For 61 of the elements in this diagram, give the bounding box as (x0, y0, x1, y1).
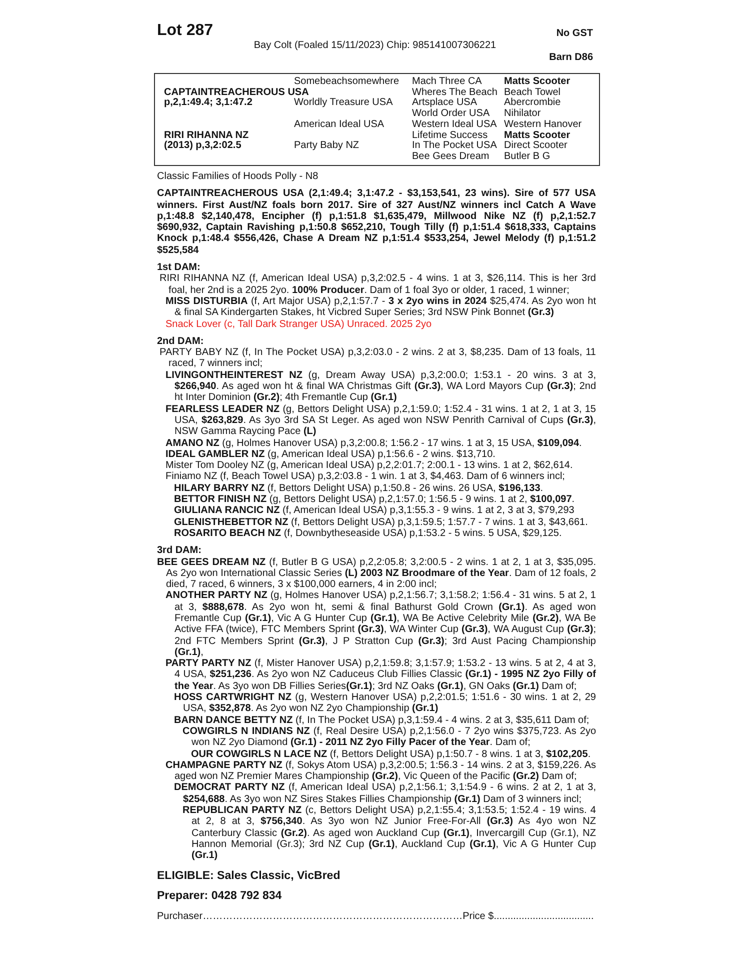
pedigree-entry: Party Baby NZ (294, 141, 360, 152)
pedigree-paragraph: LIVINGONTHEINTEREST NZ (g, Dream Away USA) p,3,2:00.0; 1:53.1 - 20 wins. 3 at 3, $266,940. As aged won ht & final WA Christmas Gift (Gr.3), WA Lord Mayors Cup (Gr.3); 2nd ht Inter Dominion (Gr.2); 4th Fremantle Cup (Gr.1) (164, 370, 596, 404)
pedigree-entry: Lifetime Success (412, 130, 488, 140)
horse-description: Bay Colt (Foaled 15/11/2023) Chip: 985141007306221 (254, 40, 496, 51)
pedigree-entry: p,2,1:49.4; 3,1:47.2 (164, 98, 252, 110)
pedigree-paragraph: DEMOCRAT PARTY NZ (f, American Ideal USA) p,2,1:56.1; 3,1:54.9 - 6 wins. 2 at 2, 1 at 3, $254,688. As 3yo won NZ Sires Stakes Fillies Championship (Gr.1) Dam of 3 winners incl; (173, 782, 596, 806)
pedigree-paragraph: PARTY PARTY NZ (f, Mister Hanover USA) p,2,1:59.8; 3,1:57.9; 1:53.2 - 13 wins. 5 at 2, 4 at 3, 4 USA, $251,236. As 2yo won NZ Caduceus Club Fillies Classic (Gr.1) - 1995 NZ 2yo Filly of the Year. As 3yo won DB Fillies Series(Gr.1); 3rd NZ Oaks (Gr.1), GN Oaks (Gr.1) Dam of; (164, 658, 596, 692)
pedigree-paragraph: FEARLESS LEADER NZ (g, Bettors Delight USA) p,2,1:59.0; 1:52.4 - 31 wins. 1 at 2, 1 at 3, 15 USA, $263,829. As 3yo 3rd SA St Leger. As aged won NSW Penrith Carnival of Cups (Gr.3), NSW Gamma Raycing Pace (L) (164, 404, 596, 438)
pedigree-paragraph: Finiamo NZ (f, Beach Towel USA) p,3,2:03.8 - 1 win. 1 at 3, $4,463. Dam of 6 winners incl; (164, 471, 566, 483)
pedigree-paragraph: ROSARITO BEACH NZ (f, Downbytheseaside USA) p,1:53.2 - 5 wins. 5 USA, $29,125. (173, 528, 563, 540)
preparer-contact: Preparer: 0428 792 834 (157, 890, 283, 902)
pedigree-paragraph: AMANO NZ (g, Holmes Hanover USA) p,3,2:00.8; 1:56.2 - 17 wins. 1 at 3, 15 USA, $109,094. (164, 438, 583, 449)
lot-number: Lot 287 (157, 22, 214, 40)
pedigree-paragraph: HILARY BARRY NZ (f, Bettors Delight USA) p,1:50.8 - 26 wins. 26 USA, $196,133. (173, 482, 544, 494)
pedigree-entry: Beach Towel (504, 88, 561, 98)
pedigree-entry: Somebeachsomewhere (294, 77, 400, 88)
pedigree-paragraph: PARTY BABY NZ (f, In The Pocket USA) p,3,2:03.0 - 2 wins. 2 at 3, $8,235. Dam of 13 foals, 11 raced, 7 winners incl; (158, 347, 596, 370)
pedigree-paragraph: CHAMPAGNE PARTY NZ (f, Sokys Atom USA) p,3,2:00.5; 1:56.3 - 14 wins. 2 at 3, $159,226. As aged won NZ Premier Mares Championship (Gr.2), Vic Queen of the Pacific (Gr.2) Dam of; (164, 760, 596, 782)
pedigree-entry: Bee Gees Dream (412, 152, 490, 163)
pedigree-paragraph: BEE GEES DREAM NZ (f, Butler B G USA) p,2,2:05.8; 3,2:00.5 - 2 wins. 1 at 2, 1 at 3, $35,095. As 2yo won International Classic Series (L) 2003 NZ Broodmare of the Year. Dam of 12 foals, 2 died, 7 raced, 6 winners, 3 x $100,000 earners, 4 in 2:00 incl; (157, 556, 596, 590)
pedigree-paragraph: HOSS CARTWRIGHT NZ (g, Western Hanover USA) p,2,2:01.5; 1:51.6 - 30 wins. 1 at 2, 29 USA, $352,878. As 2yo won NZ 2yo Championship (Gr.1) (173, 692, 596, 715)
pedigree-entry: RIRI RIHANNA NZ (164, 130, 249, 140)
pedigree-entry: Artsplace USA (412, 98, 478, 109)
pedigree-paragraph: IDEAL GAMBLER NZ (g, American Ideal USA) p,1:56.6 - 2 wins. $13,710. (164, 448, 496, 460)
pedigree-entry: In The Pocket USA (412, 141, 497, 152)
pedigree-entry: CAPTAINTREACHEROUS USA (164, 88, 309, 98)
pedigree-entry: Wheres The Beach (412, 88, 498, 98)
sire-summary: CAPTAINTREACHEROUS USA (2,1:49.4; 3,1:47.2 - $3,153,541, 23 wins). Sire of 577 USA winners. First Aust/NZ foals born 2017. Sire of 327 Aust/NZ winners incl Catch A Wave p,1:48.8 $2,140,478, Encipher (f) p,1:51.8 $1,635,479, Millwood Nike NZ (f) p,2,1:52.7 $690,932, Captain Ravishing p,1:50.8 $652,210, Tough Tilly (f) p,1:51.4 $618,333, Captains Knock p,1:48.4 $556,426, Chase A Dream NZ p,1:51.4 $533,254, Jewel Melody (f) p,1:51.2 $525,584 (157, 188, 596, 256)
pedigree-paragraph: RIRI RIHANNA NZ (f, American Ideal USA) p,3,2:02.5 - 4 wins. 1 at 3, $26,114. This is her 3rd foal, her 2nd is a 2025 2yo. 100% Producer. Dam of 1 foal 3yo or older, 1 raced, 1 winner; (158, 273, 596, 296)
pedigree-entry: Worldly Treasure USA (294, 98, 393, 110)
pedigree-entry: Western Ideal USA (412, 120, 497, 130)
section-heading: 1st DAM: (157, 262, 202, 274)
pedigree-entry: Matts Scooter (504, 130, 570, 140)
pedigree-entry: Western Hanover (504, 120, 582, 130)
pedigree-paragraph: GLENISTHEBETTOR NZ (f, Bettors Delight USA) p,3,1:59.5; 1:57.7 - 7 wins. 1 at 3, $43,661. (173, 516, 589, 528)
pedigree-entry: Butler B G (504, 152, 550, 163)
pedigree-entry: Abercrombie (504, 98, 561, 108)
pedigree-entry: American Ideal USA (294, 120, 384, 130)
pedigree-paragraph: GIULIANA RANCIC NZ (f, American Ideal USA) p,3,1:55.3 - 9 wins. 1 at 2, 3 at 3, $79,293 (173, 505, 576, 517)
pedigree-entry: Matts Scooter (504, 77, 570, 88)
pedigree-paragraph: BARN DANCE BETTY NZ (f, In The Pocket USA) p,3,1:59.4 - 4 wins. 2 at 3, $35,611 Dam of; (173, 714, 590, 726)
eligibility-note: ELIGIBLE: Sales Classic, VicBred (157, 870, 342, 882)
pedigree-paragraph: OUR COWGIRLS N LACE NZ (f, Bettors Delight USA) p,1:50.7 - 8 wins. 1 at 3, $102,205. (190, 748, 592, 760)
family-note: Classic Families of Hoods Polly - N8 (157, 171, 320, 182)
pedigree-paragraph: Snack Lover (c, Tall Dark Stranger USA) Unraced. 2025 2yo (164, 318, 433, 330)
tax-note: No GST (556, 28, 593, 39)
pedigree-entry: Direct Scooter (504, 141, 568, 152)
purchaser-price-line: Purchaser……………………………………………………………………Price $.................................... (157, 911, 595, 922)
pedigree-entry: World Order USA (412, 109, 490, 120)
pedigree-paragraph: REPUBLICAN PARTY NZ (c, Bettors Delight USA) p,2,1:55.4; 3,1:53.5; 1:52.4 - 19 wins. 4 at 2, 8 at 3, $756,340. As 3yo won NZ Junior Free-For-All (Gr.3) As 4yo won NZ Canterbury Classic (Gr.2). As aged won Auckland Cup (Gr.1), Invercargill Cup (Gr.1), NZ Hannon Memorial (Gr.3); 3rd NZ Cup (Gr.1), Auckland Cup (Gr.1), Vic A G Hunter Cup (Gr.1) (182, 805, 596, 862)
pedigree-entry: Mach Three CA (412, 77, 482, 88)
pedigree-entry: (2013) p,3,2:02.5 (164, 141, 242, 152)
pedigree-paragraph: BETTOR FINISH NZ (g, Bettors Delight USA) p,2,1:57.0; 1:56.5 - 9 wins. 1 at 2, $100,097. (173, 494, 576, 506)
pedigree-entry: Nihilator (504, 109, 541, 120)
section-heading: 3rd DAM: (157, 545, 202, 556)
section-heading: 2nd DAM: (157, 336, 205, 348)
pedigree-paragraph: ANOTHER PARTY NZ (g, Holmes Hanover USA) p,2,1:56.7; 3,1:58.2; 1:56.4 - 31 wins. 5 at 2, 1 at 3, $888,678. As 2yo won ht, semi & final Bathurst Gold Crown (Gr.1). As aged won Fremantle Cup (Gr.1), Vic A G Hunter Cup (Gr.1), WA Be Active Celebrity Mile (Gr.2), WA Be Active FFA (twice), FTC Members Sprint (Gr.3), WA Winter Cup (Gr.3), WA August Cup (Gr.3); 2nd FTC Members Sprint (Gr.3), J P Stratton Cup (Gr.3); 3rd Aust Pacing Championship (Gr.1), (164, 590, 596, 658)
barn-number: Barn D86 (549, 52, 593, 63)
pedigree-paragraph: COWGIRLS N INDIANS NZ (f, Real Desire USA) p,2,1:56.0 - 7 2yo wins $375,723. As 2yo won NZ 2yo Diamond (Gr.1) - 2011 NZ 2yo Filly Pacer of the Year. Dam of; (182, 726, 596, 749)
pedigree-paragraph: MISS DISTURBIA (f, Art Major USA) p,2,1:57.7 - 3 x 2yo wins in 2024 $25,474. As 2yo won ht & final SA Kindergarten Stakes, ht Vicbred Super Series; 3rd NSW Pink Bonnet (Gr.3) (164, 296, 596, 319)
pedigree-paragraph: Mister Tom Dooley NZ (g, American Ideal USA) p,2,2:01.7; 2:00.1 - 13 wins. 1 at 2, $62,614. (164, 460, 574, 472)
